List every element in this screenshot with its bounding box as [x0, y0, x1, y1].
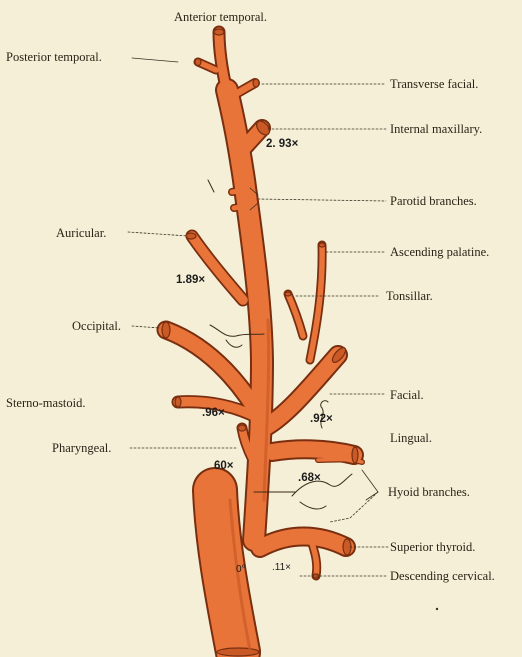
trunk-marker: 0°	[236, 563, 246, 576]
label-parotid-branches: Parotid branches.	[390, 194, 477, 208]
measurement-pharyngeal: 60×	[214, 460, 234, 473]
label-hyoid-branches: Hyoid branches.	[388, 485, 470, 499]
label-occipital: Occipital.	[72, 319, 121, 333]
label-descending-cervical: Descending cervical.	[390, 569, 495, 583]
measurement-descending-cervical: .11×	[272, 561, 291, 574]
label-lingual: Lingual.	[390, 431, 432, 445]
label-facial: Facial.	[390, 388, 424, 402]
label-sterno-mastoid: Sterno-mastoid.	[6, 396, 86, 410]
label-ascending-palatine: Ascending palatine.	[390, 245, 489, 259]
measurement-hyoid: .68×	[298, 472, 321, 485]
measurement-lingual: .92×	[310, 413, 333, 426]
measurement-auricular: 1.89×	[176, 274, 205, 287]
label-transverse-facial: Transverse facial.	[390, 77, 478, 91]
measurement-internal-maxillary: 2. 93×	[266, 138, 298, 151]
measurement-sterno-mastoid: .96×	[202, 407, 225, 420]
label-superior-thyroid: Superior thyroid.	[390, 540, 475, 554]
label-anterior-temporal: Anterior temporal.	[174, 10, 267, 24]
label-pharyngeal: Pharyngeal.	[52, 441, 111, 455]
label-tonsillar: Tonsillar.	[386, 289, 433, 303]
label-auricular: Auricular.	[56, 226, 106, 240]
label-internal-maxillary: Internal maxillary.	[390, 122, 482, 136]
speck	[436, 608, 438, 610]
label-posterior-temporal: Posterior temporal.	[6, 50, 102, 64]
